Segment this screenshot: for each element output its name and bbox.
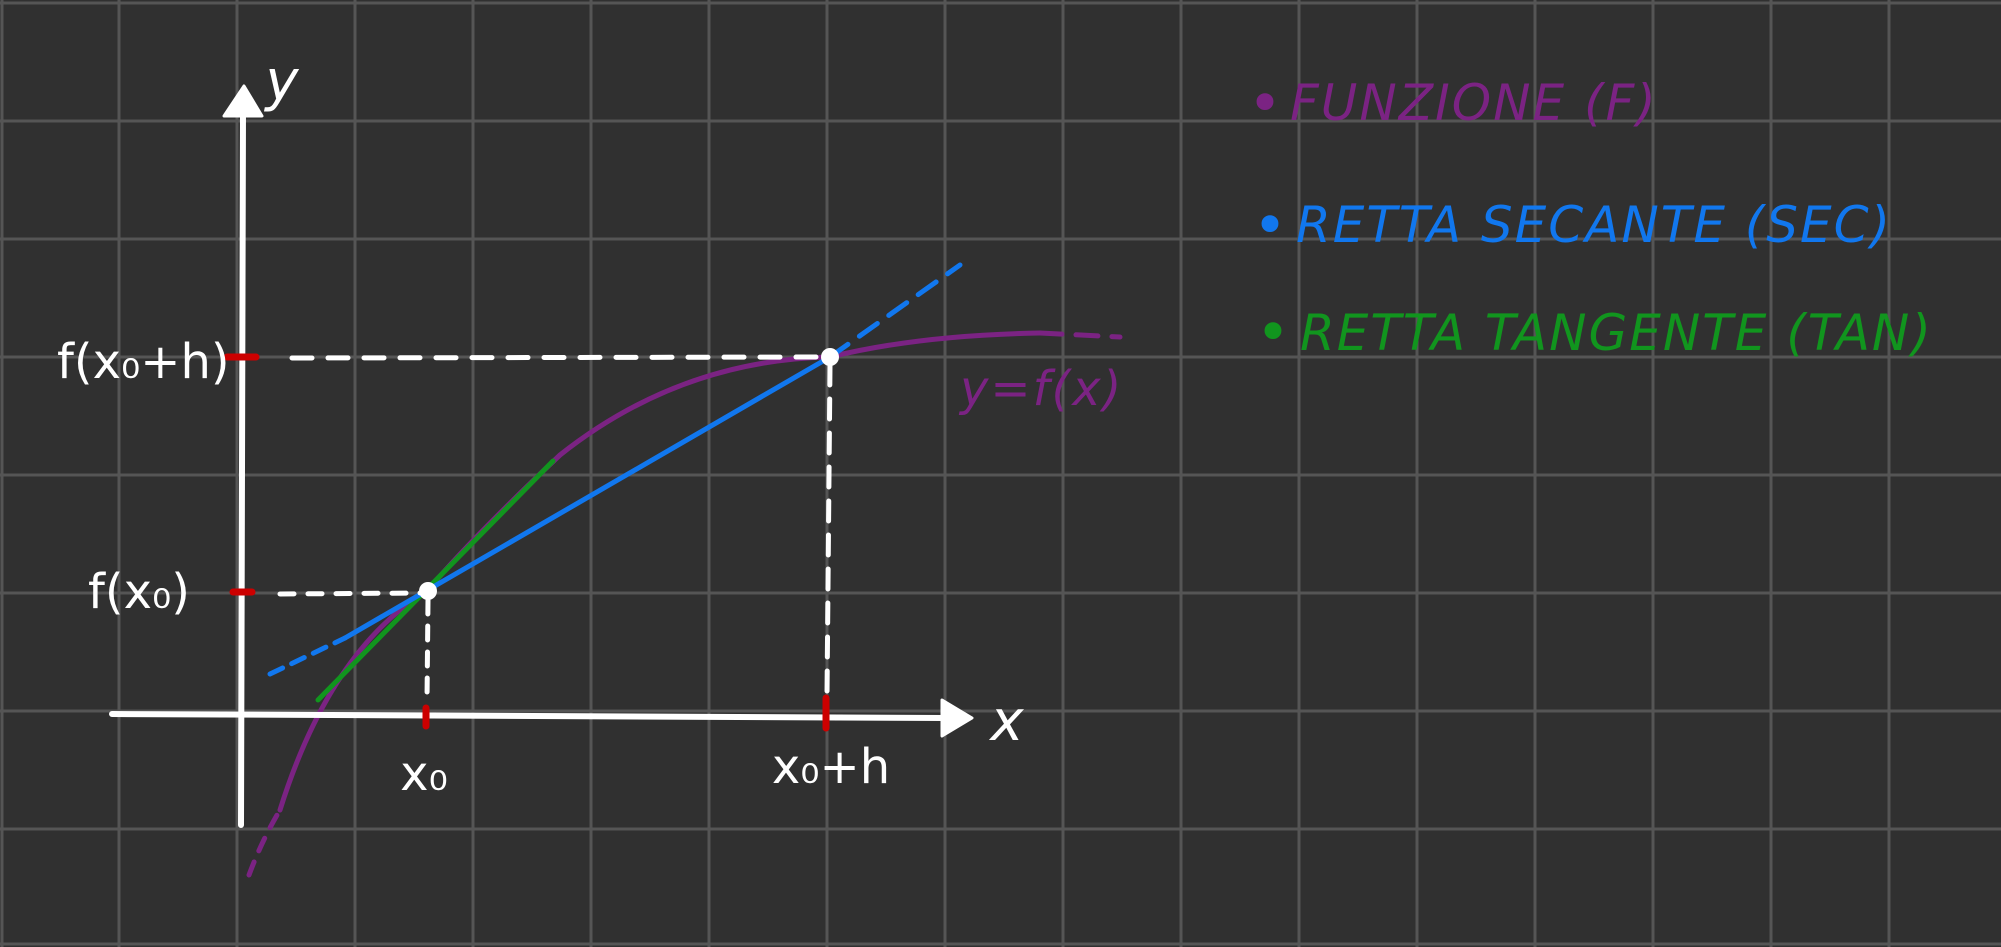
legend-bullet-function: • [1248,69,1282,137]
point-x0-h [821,348,839,366]
x-axis-arrowhead [940,698,974,738]
label-x0: x₀ [400,746,448,802]
legend: • FUNZIONE (F) • RETTA SECANTE (SEC) • R… [1248,69,1933,366]
label-x0-h: x₀+h [772,739,890,795]
guide-f-x0-h-horizontal [289,354,825,361]
point-x0 [419,582,437,600]
x-axis [109,711,948,721]
guide-x0-vertical [424,597,431,703]
y-axis [238,107,246,828]
function-curve-dashed-right [1037,330,1123,340]
guide-f-x0-horizontal [277,590,423,597]
tangent-line [315,458,556,703]
legend-bullet-secant: • [1253,191,1287,259]
label-f-x0: f(x₀) [88,564,190,620]
x-axis-label: x [988,689,1025,754]
y-axis-label: y [263,49,300,114]
secant-line-dashed-right [827,262,963,360]
legend-item-secant: RETTA SECANTE (SEC) [1296,196,1892,254]
label-curve: y=f(x) [958,361,1123,417]
function-curve-dashed-left [246,807,283,878]
label-f-x0-h: f(x₀+h) [57,334,230,390]
guide-x0-h-vertical [824,362,833,698]
legend-bullet-tangent: • [1256,298,1290,366]
y-axis-arrowhead [222,84,264,118]
secant-line-dashed-left [267,635,348,677]
legend-item-function: FUNZIONE (F) [1290,74,1658,132]
function-curve [277,330,1043,813]
legend-item-tangent: RETTA TANGENTE (TAN) [1300,304,1933,362]
